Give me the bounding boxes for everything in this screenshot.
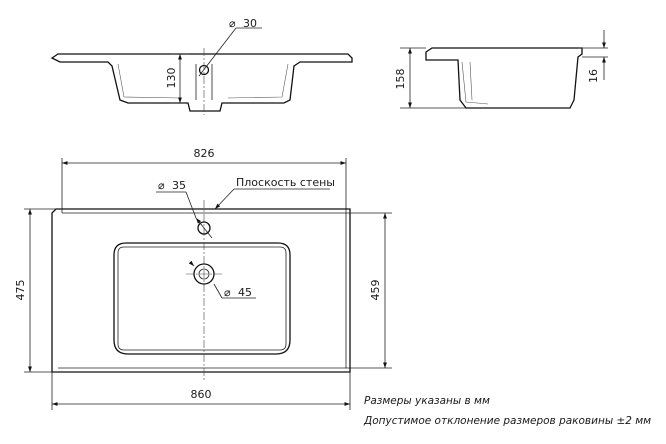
tolerance-note: Допустимое отклонение размеров раковины … xyxy=(363,415,651,427)
diameter-symbol-35: ⌀ xyxy=(158,179,165,192)
depth-459-label: 459 xyxy=(369,280,382,301)
units-note: Размеры указаны в мм xyxy=(364,395,490,407)
depth-130-label: 130 xyxy=(165,68,178,89)
diameter-symbol-30: ⌀ xyxy=(229,17,236,30)
wall-plane-label: Плоскость стены xyxy=(236,176,335,189)
depth-475-label: 475 xyxy=(14,280,27,301)
side-view: 16 158 xyxy=(394,30,608,109)
width-826-label: 826 xyxy=(194,147,215,160)
drain-hole-diameter-label: 45 xyxy=(238,286,252,299)
front-section-view: 130 ⌀ 30 xyxy=(50,17,353,115)
plan-view: 826 860 475 459 Плоскость стены ⌀ 35 ⌀ 4… xyxy=(14,147,392,410)
height-158-label: 158 xyxy=(394,69,407,90)
faucet-hole-diameter-label: 35 xyxy=(172,179,186,192)
rim-16-label: 16 xyxy=(587,69,600,83)
hole-diameter-30-label: 30 xyxy=(243,17,257,30)
width-860-label: 860 xyxy=(191,388,212,401)
diameter-symbol-45: ⌀ xyxy=(224,286,231,299)
